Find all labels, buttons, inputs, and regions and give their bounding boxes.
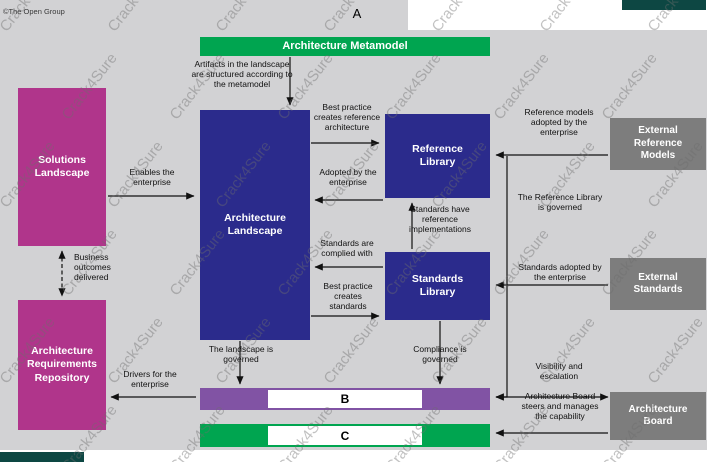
annotation-enables-enterprise: Enables the enterprise bbox=[129, 167, 175, 188]
external-reference-models-box: External Reference Models bbox=[610, 118, 706, 170]
annotation-business-outcomes: Business outcomes delivered bbox=[74, 252, 111, 283]
annotation-standards-adopted: Standards adopted by the enterprise bbox=[518, 262, 602, 283]
annotation-artifacts: Artifacts in the landscape are structure… bbox=[191, 59, 293, 90]
corner-decoration-top-right bbox=[622, 0, 706, 10]
annotation-compliance-governed: Compliance is governed bbox=[413, 344, 467, 365]
canvas-background bbox=[0, 0, 707, 450]
annotation-reference-library-governed: The Reference Library is governed bbox=[517, 192, 603, 213]
architecture-board-box: Architecture Board bbox=[610, 392, 706, 440]
label-b-slot: B bbox=[268, 390, 422, 408]
copyright-notice: ©The Open Group bbox=[3, 7, 65, 16]
external-standards-box: External Standards bbox=[610, 258, 706, 310]
annotation-adopted-by-enterprise: Adopted by the enterprise bbox=[319, 167, 377, 188]
architecture-landscape-box: Architecture Landscape bbox=[200, 110, 310, 340]
annotation-best-practice-reference: Best practice creates reference architec… bbox=[313, 102, 381, 133]
reference-library-box: Reference Library bbox=[385, 114, 490, 198]
annotation-landscape-governed: The landscape is governed bbox=[208, 344, 274, 365]
capability-bar: C bbox=[200, 424, 490, 447]
governance-log-bar: B bbox=[200, 388, 490, 410]
label-a: A bbox=[352, 6, 362, 21]
annotation-standards-reference-implementations: Standards have reference implementations bbox=[409, 204, 471, 235]
label-c-slot: C bbox=[268, 426, 422, 445]
annotation-visibility-escalation: Visibility and escalation bbox=[535, 361, 583, 382]
corner-decoration-bottom-left bbox=[0, 452, 84, 462]
annotation-board-steers: Architecture Board steers and manages th… bbox=[521, 391, 599, 422]
annotation-reference-models-adopted: Reference models adopted by the enterpri… bbox=[524, 107, 594, 138]
annotation-standards-complied: Standards are complied with bbox=[320, 238, 374, 259]
architecture-requirements-repository-box: Architecture Requirements Repository bbox=[18, 300, 106, 430]
solutions-landscape-box: Solutions Landscape bbox=[18, 88, 106, 246]
annotation-best-practice-standards: Best practice creates standards bbox=[323, 281, 373, 312]
standards-library-box: Standards Library bbox=[385, 252, 490, 320]
annotation-drivers: Drivers for the enterprise bbox=[123, 369, 177, 390]
architecture-metamodel-bar: Architecture Metamodel bbox=[200, 37, 490, 56]
